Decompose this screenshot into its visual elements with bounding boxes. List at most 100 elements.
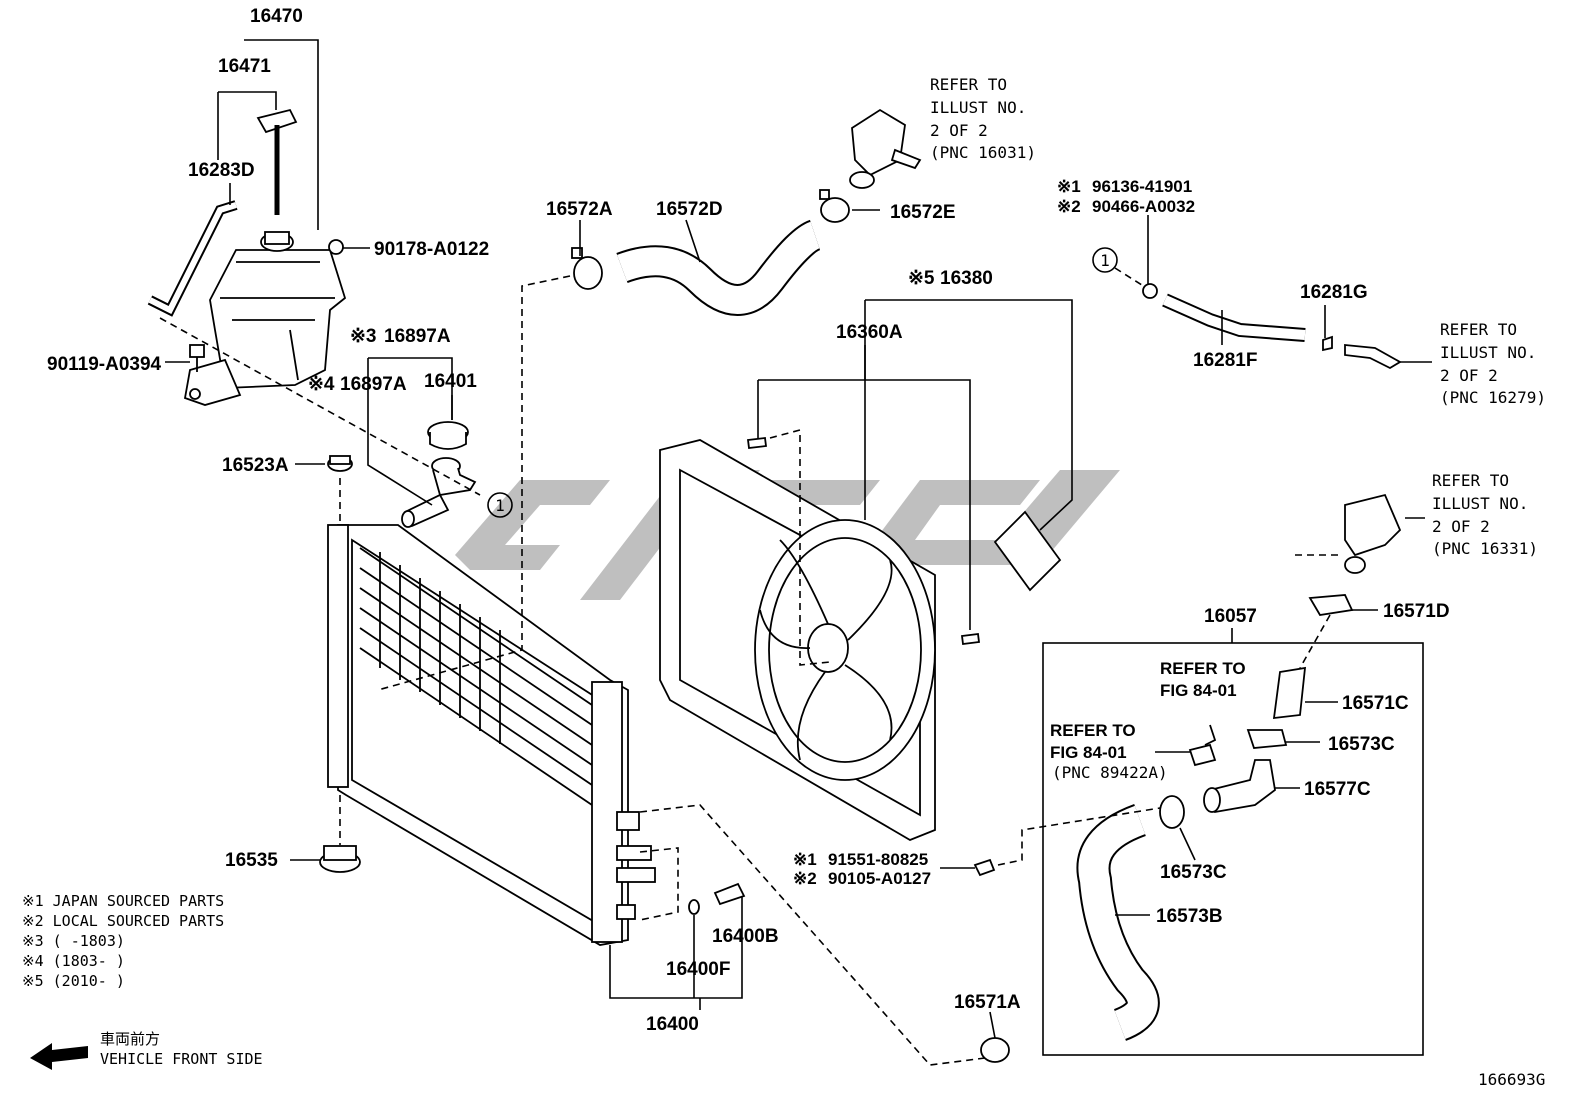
svg-text:車両前方: 車両前方 [100, 1030, 160, 1048]
svg-text:1: 1 [1100, 251, 1110, 270]
svg-text:REFER TO: REFER TO [1432, 471, 1509, 490]
label-16400F: 16400F [666, 959, 730, 980]
ref-fig-84-01-b: REFER TO FIG 84-01 (PNC 89422A) [1050, 721, 1168, 782]
svg-text:(PNC 89422A): (PNC 89422A) [1052, 763, 1168, 782]
clamp-16573C-top [1246, 729, 1288, 749]
upper-hose-16572D [616, 219, 822, 316]
label-16523A: 16523A [222, 455, 289, 476]
label-16401: 16401 [424, 371, 477, 392]
svg-text:ILLUST NO.: ILLUST NO. [930, 98, 1026, 117]
svg-text:REFER TO: REFER TO [1440, 320, 1517, 339]
label-16400B: 16400B [712, 926, 779, 947]
fan-bolts [746, 437, 981, 646]
cushion-16523A [327, 455, 353, 472]
front-direction-arrow-icon [30, 1043, 88, 1070]
inlet-16331 [1344, 493, 1402, 574]
hose-16281F [1142, 283, 1402, 370]
label-16281G: 16281G [1300, 282, 1368, 303]
svg-text:2 OF 2: 2 OF 2 [930, 121, 988, 140]
hose-16571C [1272, 666, 1307, 720]
note-4: ※4 (1803- ) [22, 952, 125, 970]
label-96136: 96136-41901 [1092, 177, 1192, 196]
label-16471: 16471 [218, 56, 271, 77]
label-16573C-bot: 16573C [1160, 862, 1227, 883]
svg-text:ILLUST NO.: ILLUST NO. [1440, 343, 1536, 362]
label-16573B: 16573B [1156, 906, 1223, 927]
label-16057: 16057 [1204, 606, 1257, 627]
svg-text:ILLUST NO.: ILLUST NO. [1432, 494, 1528, 513]
label-16897A-mid: 16897A [340, 374, 407, 395]
ref-pnc-16331: REFER TO ILLUST NO. 2 OF 2 (PNC 16331) [1432, 471, 1538, 558]
bolt-90119 [189, 344, 205, 372]
svg-text:FIG 84-01: FIG 84-01 [1160, 681, 1237, 700]
sensor-89422A [1188, 724, 1217, 767]
label-16571D: 16571D [1383, 601, 1450, 622]
screw-91551 [973, 858, 996, 877]
label-16283D: 16283D [188, 160, 255, 181]
clip-90178 [328, 239, 344, 255]
label-16897A-top: 16897A [384, 326, 451, 347]
svg-text:2 OF 2: 2 OF 2 [1432, 517, 1490, 536]
legend-notes: ※1 JAPAN SOURCED PARTS ※2 LOCAL SOURCED … [22, 892, 224, 990]
label-16535: 16535 [225, 850, 278, 871]
label-16400: 16400 [646, 1014, 699, 1035]
ref-pnc-16279: REFER TO ILLUST NO. 2 OF 2 (PNC 16279) [1440, 320, 1546, 407]
circle-marker-1-left: 1 [487, 492, 513, 518]
label-16571A: 16571A [954, 992, 1021, 1013]
svg-text:VEHICLE FRONT SIDE: VEHICLE FRONT SIDE [100, 1050, 263, 1068]
reservoir-cap-16471 [256, 108, 298, 215]
label-16572E: 16572E [890, 202, 956, 223]
diagram-code: 166693G [1478, 1070, 1545, 1089]
svg-text:(PNC 16279): (PNC 16279) [1440, 388, 1546, 407]
svg-text:REFER TO: REFER TO [1160, 659, 1246, 678]
label-16577C: 16577C [1304, 779, 1371, 800]
label-96136-marker: ※1 [1057, 177, 1081, 196]
cushion-16535 [319, 845, 361, 873]
circle-marker-1-right: 1 [1092, 247, 1118, 273]
ref-pnc-16031: REFER TO ILLUST NO. 2 OF 2 (PNC 16031) [930, 75, 1036, 162]
label-16572D: 16572D [656, 199, 723, 220]
ref-fig-84-01-a: REFER TO FIG 84-01 [1160, 659, 1246, 700]
label-90178: 90178-A0122 [374, 239, 489, 260]
note-2: ※2 LOCAL SOURCED PARTS [22, 912, 224, 930]
label-90466: 90466-A0032 [1092, 197, 1195, 216]
radiator-cap-16401 [427, 421, 469, 450]
svg-text:(PNC 16031): (PNC 16031) [930, 143, 1036, 162]
note-5: ※5 (2010- ) [22, 972, 125, 990]
label-16897A-mid-marker: ※4 [308, 374, 335, 395]
note-1: ※1 JAPAN SOURCED PARTS [22, 892, 224, 910]
label-16380: 16380 [940, 268, 993, 289]
hose-16577C [1203, 759, 1276, 814]
svg-text:2 OF 2: 2 OF 2 [1440, 366, 1498, 385]
label-16897A-top-marker: ※3 [350, 326, 377, 347]
part-labels: 16470 16471 16283D 90178-A0122 90119-A03… [47, 6, 1450, 1035]
outlet-16031 [849, 108, 922, 189]
label-16470: 16470 [250, 6, 303, 27]
label-90105-marker: ※2 [793, 869, 817, 888]
clamp-16571D [1308, 594, 1354, 616]
drain-plug-16400B [688, 882, 746, 915]
label-16573C-top: 16573C [1328, 734, 1395, 755]
clamp-16572E [819, 189, 850, 223]
svg-text:1: 1 [495, 496, 505, 515]
clamp-16572A [571, 247, 603, 290]
reservoir-tank [183, 231, 347, 406]
label-16281F: 16281F [1193, 350, 1257, 371]
label-91551-marker: ※1 [793, 850, 817, 869]
svg-text:(PNC 16331): (PNC 16331) [1432, 539, 1538, 558]
label-90466-marker: ※2 [1057, 197, 1081, 216]
fan-resistor-16380 [993, 510, 1062, 592]
label-16380-marker: ※5 [908, 268, 935, 289]
label-91551: 91551-80825 [828, 850, 928, 869]
svg-text:REFER TO: REFER TO [930, 75, 1007, 94]
label-90105: 90105-A0127 [828, 869, 931, 888]
vehicle-front-side-label: 車両前方 VEHICLE FRONT SIDE [100, 1030, 263, 1068]
clamp-16571A [980, 1037, 1010, 1063]
label-16571C: 16571C [1342, 693, 1409, 714]
radiator-assembly [327, 524, 656, 946]
fan-shroud-16360A [659, 439, 936, 841]
dashed-guides [159, 267, 1340, 1066]
label-90119: 90119-A0394 [47, 354, 162, 375]
